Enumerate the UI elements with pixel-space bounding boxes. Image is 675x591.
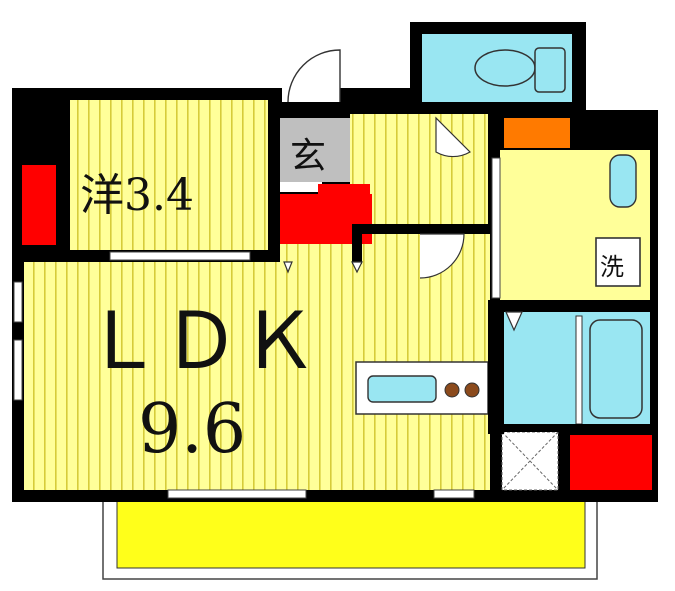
closet	[501, 431, 559, 491]
ldk-size: 9.6	[138, 390, 246, 469]
laundry-label: 洗	[600, 253, 624, 281]
washroom	[500, 150, 650, 300]
balcony	[102, 494, 598, 580]
hallway-floor	[350, 114, 488, 224]
western-room-label: 洋3.4	[80, 170, 194, 221]
interior-walls	[20, 100, 658, 502]
door-swing-icon	[282, 49, 341, 103]
washbasin-icon	[609, 154, 637, 208]
bathroom	[504, 312, 650, 425]
stove-burner-icon	[464, 382, 480, 398]
ldk-label: ＬＤＫ	[84, 297, 318, 387]
western-room-floor	[70, 100, 273, 250]
kitchen-sink-icon	[367, 375, 437, 403]
windows	[13, 157, 501, 499]
bathtub-icon	[589, 319, 643, 419]
entrance	[280, 118, 350, 192]
accent-fixture	[504, 118, 570, 148]
door-swing-icon	[283, 116, 523, 332]
toilet-room	[422, 34, 572, 102]
stove-burner-icon	[444, 382, 460, 398]
toilet-icon	[474, 49, 536, 87]
washing-machine-slot	[595, 237, 641, 287]
entrance-label: 玄	[290, 136, 326, 177]
kitchen-counter	[355, 361, 489, 415]
ldk-floor	[24, 232, 490, 490]
